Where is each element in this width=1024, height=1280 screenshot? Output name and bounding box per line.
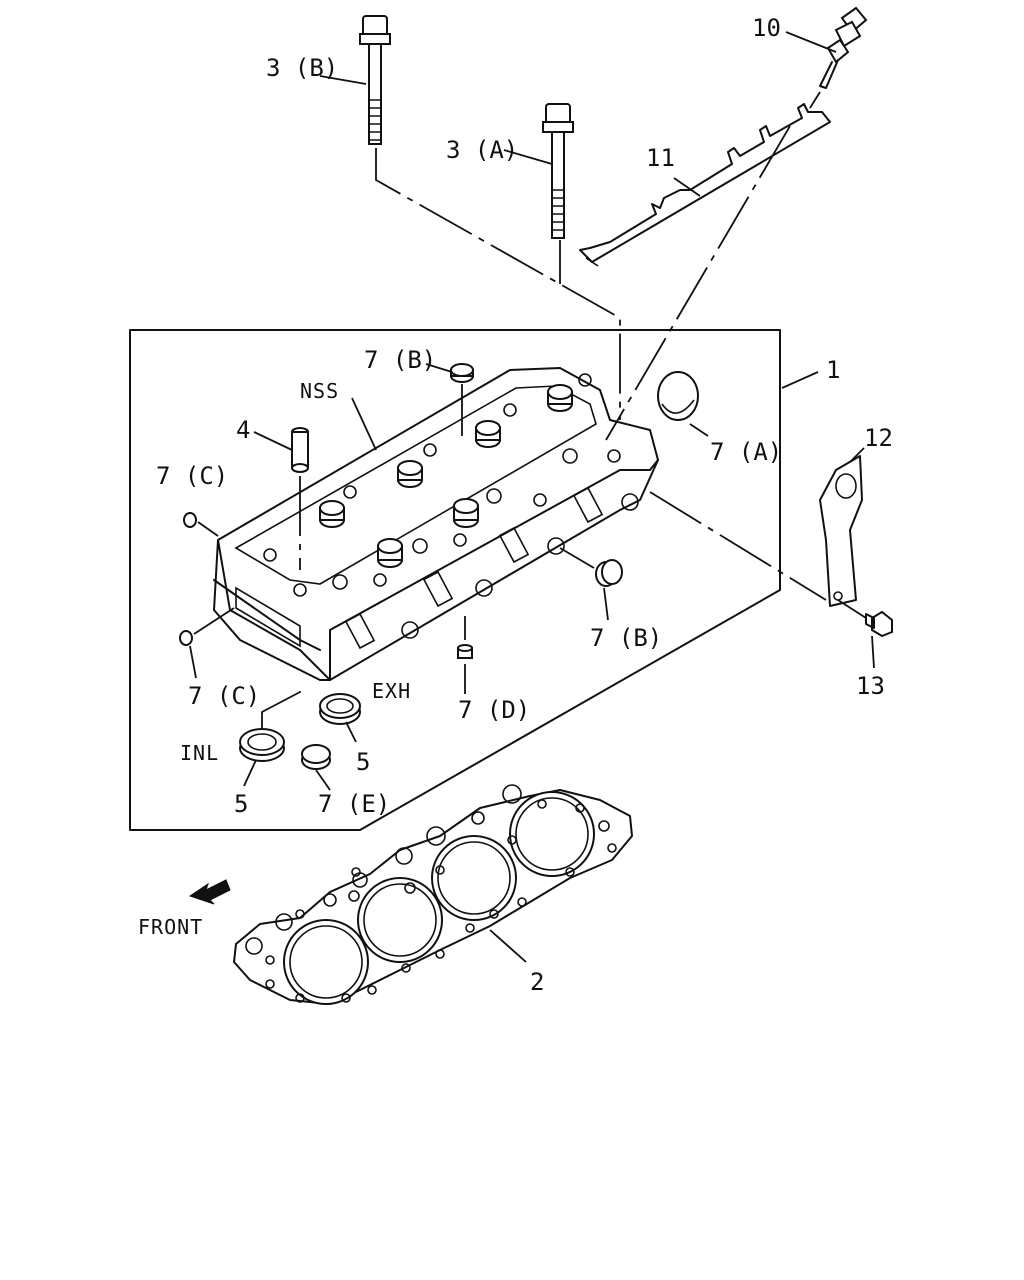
glow-plug-10 (819, 6, 868, 89)
plug-7d (457, 644, 473, 659)
bolt-3b-dash (375, 148, 621, 420)
plug-7b-right (595, 559, 623, 587)
bolt-13 (865, 610, 893, 638)
label-part-7e: 7 (E) (318, 790, 390, 818)
label-part-13: 13 (856, 672, 885, 700)
label-part-10: 10 (752, 14, 781, 42)
label-part-7c-bottom: 7 (C) (188, 682, 260, 710)
label-part-1: 1 (826, 356, 840, 384)
label-inl: INL (180, 741, 219, 765)
label-part-7d: 7 (D) (458, 696, 530, 724)
label-part-4: 4 (236, 416, 250, 444)
label-part-5-exh: 5 (356, 748, 370, 776)
label-part-3b: 3 (B) (266, 54, 338, 82)
front-arrow-icon (188, 879, 231, 905)
bolt-3b (359, 15, 391, 145)
label-part-2: 2 (530, 968, 544, 996)
plug-7e (301, 744, 331, 770)
glow-plug-connector-11 (579, 103, 831, 267)
label-part-12: 12 (864, 424, 893, 452)
label-part-5-inl: 5 (234, 790, 248, 818)
assembly-frame (129, 329, 781, 831)
plug-7c-top (183, 512, 197, 528)
plug-7c-bottom (179, 630, 193, 646)
valve-seat-5-exh (319, 693, 361, 725)
bracket-dash (649, 491, 827, 601)
label-exh: EXH (372, 679, 411, 703)
plug-7a (657, 371, 699, 421)
bracket-12 (819, 455, 863, 607)
label-front: FRONT (138, 915, 203, 939)
plug-7b-top (450, 363, 474, 383)
bolt-3a (542, 103, 574, 239)
label-part-7a: 7 (A) (710, 438, 782, 466)
label-part-7b-right: 7 (B) (590, 624, 662, 652)
cylinder-head (213, 367, 659, 681)
connector-dash (605, 125, 791, 441)
label-part-11: 11 (646, 144, 675, 172)
label-part-7b-top: 7 (B) (364, 346, 436, 374)
valve-seat-5-inl (239, 728, 285, 762)
glow-plug-dash (809, 91, 821, 109)
head-gasket-2 (233, 784, 633, 1005)
label-part-7c-top: 7 (C) (156, 462, 228, 490)
label-nss: NSS (300, 379, 339, 403)
valve-guide-4 (291, 427, 309, 473)
label-part-3a: 3 (A) (446, 136, 518, 164)
